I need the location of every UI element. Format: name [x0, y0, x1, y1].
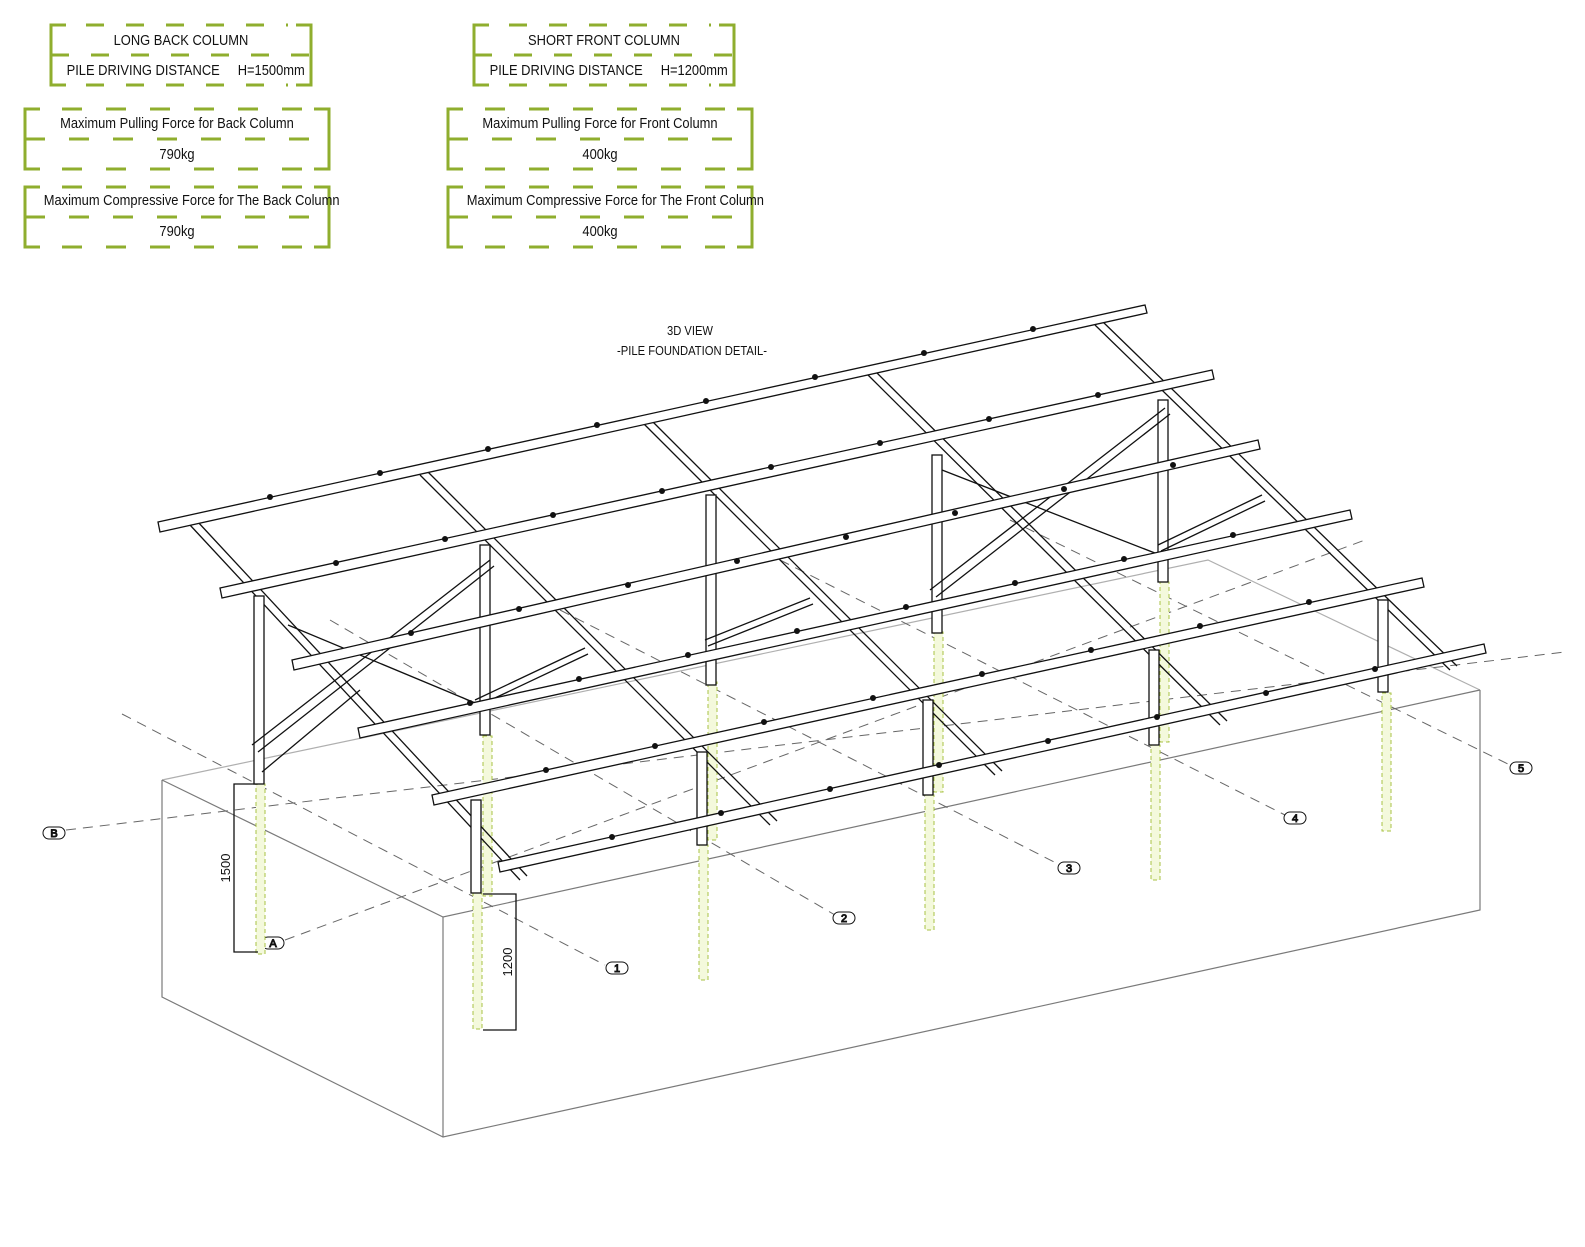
back-column-2	[479, 544, 491, 736]
front-pile-3	[924, 794, 935, 931]
purlin-3	[291, 439, 1261, 671]
svg-text:2: 2	[841, 913, 847, 925]
dashed-bracket-frame	[23, 185, 331, 249]
back-pile-3	[933, 631, 944, 793]
front-compressive-force-box: Maximum Compressive Force for The Front …	[445, 184, 764, 250]
axis-bubble-4: 4	[1283, 811, 1307, 826]
purlins	[157, 304, 1487, 873]
front-pulling-force-box: Maximum Pulling Force for Front Column 4…	[445, 106, 755, 172]
dimension-1500	[233, 783, 258, 953]
dashed-bracket-frame	[446, 185, 754, 249]
back-compressive-force-value: 790kg	[159, 223, 195, 240]
grid-axis-bubbles: B A 1 2 3 4 5	[42, 761, 1533, 976]
back-column-5	[1157, 399, 1169, 583]
axis-bubble-2: 2	[832, 911, 856, 926]
back-pulling-force-box: Maximum Pulling Force for Back Column 79…	[22, 106, 332, 172]
axis-bubble-1: 1	[605, 961, 629, 976]
back-pulling-force-label: Maximum Pulling Force for Back Column	[60, 115, 294, 132]
short-front-column-title: SHORT FRONT COLUMN	[528, 32, 680, 49]
long-back-column-pile-distance: PILE DRIVING DISTANCE H=1500mm	[66, 62, 305, 79]
short-front-column-pile-distance: PILE DRIVING DISTANCE H=1200mm	[489, 62, 728, 79]
front-column-4	[1148, 649, 1160, 746]
purlin-4	[357, 509, 1353, 739]
svg-text:1: 1	[614, 963, 620, 975]
front-pulling-force-value: 400kg	[582, 146, 618, 163]
back-compressive-force-label: Maximum Compressive Force for The Back C…	[43, 192, 340, 209]
back-pile-1	[255, 783, 266, 955]
front-column-5	[1377, 599, 1389, 693]
svg-text:4: 4	[1292, 813, 1298, 825]
dashed-bracket-frame	[49, 23, 313, 87]
front-compressive-force-label: Maximum Compressive Force for The Front …	[466, 192, 764, 209]
svg-text:B: B	[50, 828, 57, 840]
steel-frame	[157, 304, 1487, 894]
back-column-1	[253, 595, 265, 785]
view-subtitle: -PILE FOUNDATION DETAIL-	[617, 343, 767, 358]
front-pulling-force-label: Maximum Pulling Force for Front Column	[482, 115, 718, 132]
long-back-column-title: LONG BACK COLUMN	[113, 32, 249, 49]
dimension-1200	[483, 893, 517, 1031]
svg-text:A: A	[269, 938, 277, 950]
front-pile-4	[1150, 744, 1161, 881]
dimension-1200-label: 1200	[500, 948, 515, 977]
front-pile-2	[698, 844, 709, 981]
back-pile-4	[1159, 581, 1170, 743]
front-column-3	[922, 699, 934, 796]
front-compressive-force-value: 400kg	[582, 223, 618, 240]
embedded-piles	[255, 581, 1392, 1030]
back-column-4	[931, 454, 943, 634]
dimension-1500-label: 1500	[218, 854, 233, 883]
front-column-1	[470, 799, 482, 894]
svg-text:5: 5	[1518, 763, 1524, 775]
back-column-3	[705, 494, 717, 686]
module-clamps	[267, 326, 1378, 840]
front-column-2	[696, 751, 708, 846]
mid-pile-1	[482, 735, 493, 897]
back-pile-5	[1381, 692, 1392, 832]
back-compressive-force-box: Maximum Compressive Force for The Back C…	[22, 184, 340, 250]
short-front-column-box: SHORT FRONT COLUMN PILE DRIVING DISTANCE…	[471, 22, 737, 88]
columns	[253, 399, 1389, 894]
front-pile-1	[472, 892, 483, 1030]
dashed-bracket-frame	[472, 23, 736, 87]
long-back-column-box: LONG BACK COLUMN PILE DRIVING DISTANCE H…	[48, 22, 314, 88]
svg-text:3: 3	[1066, 863, 1072, 875]
view-title: 3D VIEW	[667, 323, 714, 338]
axis-bubble-5: 5	[1509, 761, 1533, 776]
grid-axis-lines	[65, 519, 1566, 966]
dashed-bracket-frame	[23, 107, 331, 171]
axis-bubble-3: 3	[1057, 861, 1081, 876]
dashed-bracket-frame	[446, 107, 754, 171]
back-pulling-force-value: 790kg	[159, 146, 195, 163]
axis-bubble-b: B	[42, 826, 66, 841]
